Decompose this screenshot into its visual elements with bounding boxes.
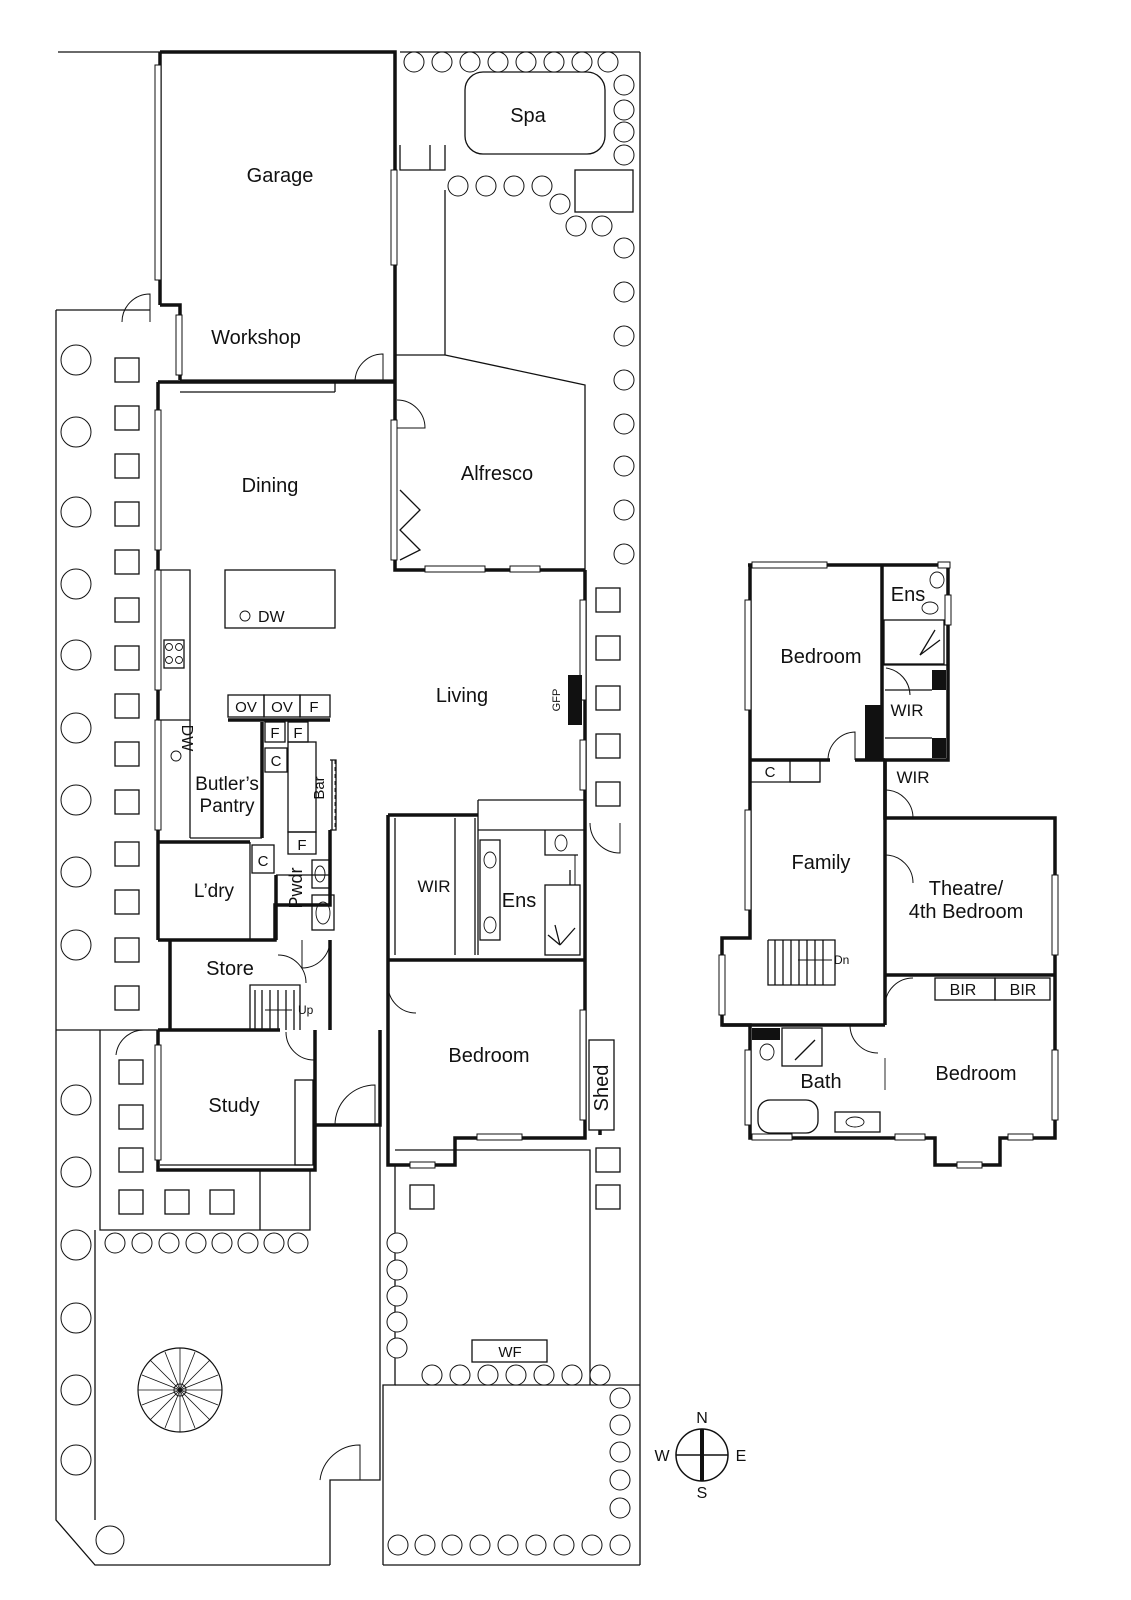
room-label-study: Study (208, 1095, 259, 1117)
compass-north: N (696, 1410, 708, 1427)
room-label-butlers-pantry-line2: Pantry (200, 796, 255, 817)
fixture-label-gfp: GFP (551, 689, 563, 712)
fixture-label-fridge-3: F (293, 725, 302, 742)
stairs-down-label: Dn (834, 953, 849, 967)
room-label-shed: Shed (591, 1065, 613, 1112)
fixture-label-cupboard-2: C (258, 853, 269, 870)
upper-room-label-wir-1: WIR (890, 701, 923, 720)
upper-fixture-label-cupboard: C (765, 764, 776, 781)
fixture-label-cupboard-1: C (271, 753, 282, 770)
upper-room-label-bedroom-north: Bedroom (780, 646, 861, 668)
upper-room-label-theatre-line2: 4th Bedroom (909, 901, 1024, 923)
fixture-label-oven-1: OV (235, 699, 257, 716)
upper-room-label-bir-2: BIR (1010, 982, 1037, 999)
upper-room-label-bath: Bath (800, 1071, 841, 1093)
fixture-label-dw-pantry: DW (178, 725, 195, 753)
upper-room-label-bedroom-south: Bedroom (935, 1063, 1016, 1085)
tree-row-west (60, 344, 125, 1555)
room-label-garage: Garage (247, 165, 314, 187)
room-label-dining: Dining (242, 475, 299, 497)
upper-room-label-theatre-line1: Theatre/ (929, 878, 1004, 900)
feature-tree-icon (137, 1347, 223, 1433)
upper-room-label-family: Family (792, 852, 851, 874)
fixture-label-oven-2: OV (271, 699, 293, 716)
fixture-label-fridge-1: F (309, 699, 318, 716)
paver-column-west (114, 357, 235, 1215)
upper-floor-plan: Bedroom Ens WIR WIR C Family Theatre/ 4t… (718, 561, 1059, 1169)
compass-east: E (736, 1448, 747, 1465)
fixture-label-wf: WF (498, 1344, 521, 1361)
hedge-trees (104, 51, 635, 1556)
upper-room-label-wir-2: WIR (896, 768, 929, 787)
compass-south: S (697, 1485, 708, 1502)
fixture-label-fridge-4: F (297, 837, 306, 854)
room-label-butlers-pantry-line1: Butler’s (195, 774, 259, 795)
room-label-bedroom: Bedroom (448, 1045, 529, 1067)
upper-room-label-bir-1: BIR (950, 982, 977, 999)
room-label-laundry: L’dry (194, 881, 235, 902)
room-label-wir: WIR (417, 877, 450, 896)
paver-column-east (409, 587, 621, 1210)
room-label-powder: Pwdr (286, 867, 306, 908)
upper-room-label-ensuite: Ens (891, 584, 925, 606)
room-label-ensuite: Ens (502, 890, 536, 912)
room-label-alfresco: Alfresco (461, 463, 533, 485)
compass-west: W (654, 1448, 670, 1465)
compass-icon: N S E W (654, 1410, 746, 1502)
fixture-label-bar: Bar (311, 776, 328, 799)
fixture-label-dw-island: DW (258, 609, 286, 626)
room-label-living: Living (436, 685, 488, 707)
fixture-label-fridge-2: F (270, 725, 279, 742)
room-label-store: Store (206, 958, 254, 980)
room-label-workshop: Workshop (211, 327, 301, 349)
ground-floor-plan: Garage Workshop Spa Dining Alfresco Livi… (55, 50, 641, 1566)
stairs-up-label: Up (298, 1003, 314, 1017)
room-label-spa: Spa (510, 105, 546, 127)
